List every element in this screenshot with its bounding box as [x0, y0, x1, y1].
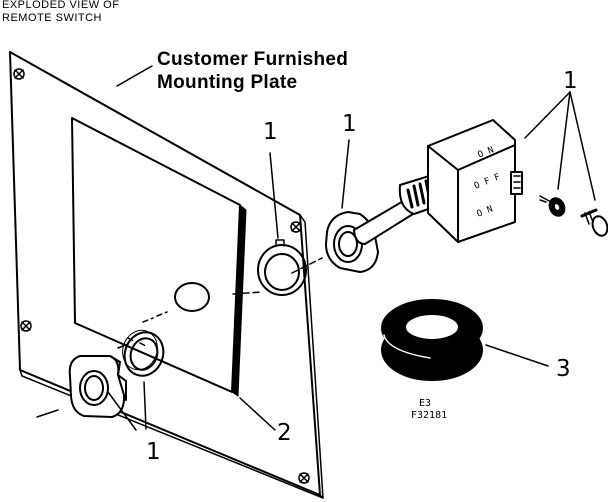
mounting-plate	[9, 51, 324, 499]
gasket-hole	[174, 282, 210, 312]
front-lockwasher	[122, 329, 165, 377]
diagram-header-line2: REMOTE SWITCH	[2, 12, 102, 24]
figure-code-line1: E3	[419, 398, 432, 409]
keyed-washer	[257, 239, 307, 296]
figure-code-line2: F32181	[411, 410, 448, 421]
diagram-header-line1: EXPLODED VIEW OF	[2, 0, 120, 11]
right-small-lockwasher	[539, 195, 566, 217]
toggle-switch-body	[427, 119, 523, 243]
terminal-screw	[580, 208, 608, 237]
callout-1-switch-hardware: 1	[563, 68, 578, 94]
callout-1-front-hardware: 1	[146, 439, 161, 465]
rubber-grommet-3	[381, 299, 483, 381]
front-nut	[68, 355, 127, 418]
mounting-plate-label-line1: Customer Furnished	[157, 49, 349, 70]
callout-1-keyed-washer: 1	[263, 119, 278, 145]
callout-3-grommet: 3	[556, 356, 571, 382]
callout-1-rear-nut: 1	[342, 111, 357, 137]
plate-corner-screws	[13, 68, 310, 484]
callout-2-gasket: 2	[277, 420, 292, 446]
plate-leader-line	[116, 65, 153, 87]
gasket-2	[71, 117, 247, 397]
mounting-plate-label-line2: Mounting Plate	[157, 72, 298, 93]
